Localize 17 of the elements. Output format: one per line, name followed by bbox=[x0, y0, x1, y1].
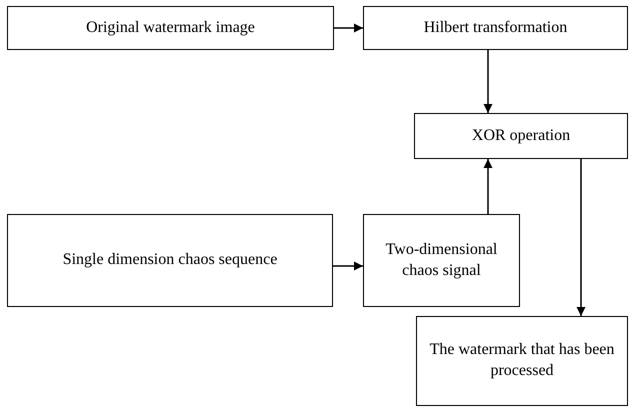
arrow bbox=[484, 50, 492, 113]
arrow bbox=[333, 262, 363, 270]
process-box bbox=[363, 214, 520, 307]
process-box bbox=[416, 316, 628, 406]
box-text: Original watermark image bbox=[86, 18, 255, 38]
box-text: Single dimension chaos sequence bbox=[62, 250, 278, 270]
box-text: Hilbert transformation bbox=[424, 18, 568, 38]
process-box bbox=[363, 6, 628, 50]
process-box bbox=[414, 113, 628, 159]
arrow bbox=[576, 159, 586, 316]
process-box bbox=[7, 214, 333, 307]
box-text: Two-dimensional chaos signal bbox=[384, 240, 498, 280]
arrow bbox=[334, 24, 363, 32]
box-text: XOR operation bbox=[472, 126, 570, 146]
box-text: The watermark that has been processed bbox=[428, 340, 616, 381]
process-box bbox=[7, 6, 334, 50]
arrow bbox=[484, 159, 492, 214]
